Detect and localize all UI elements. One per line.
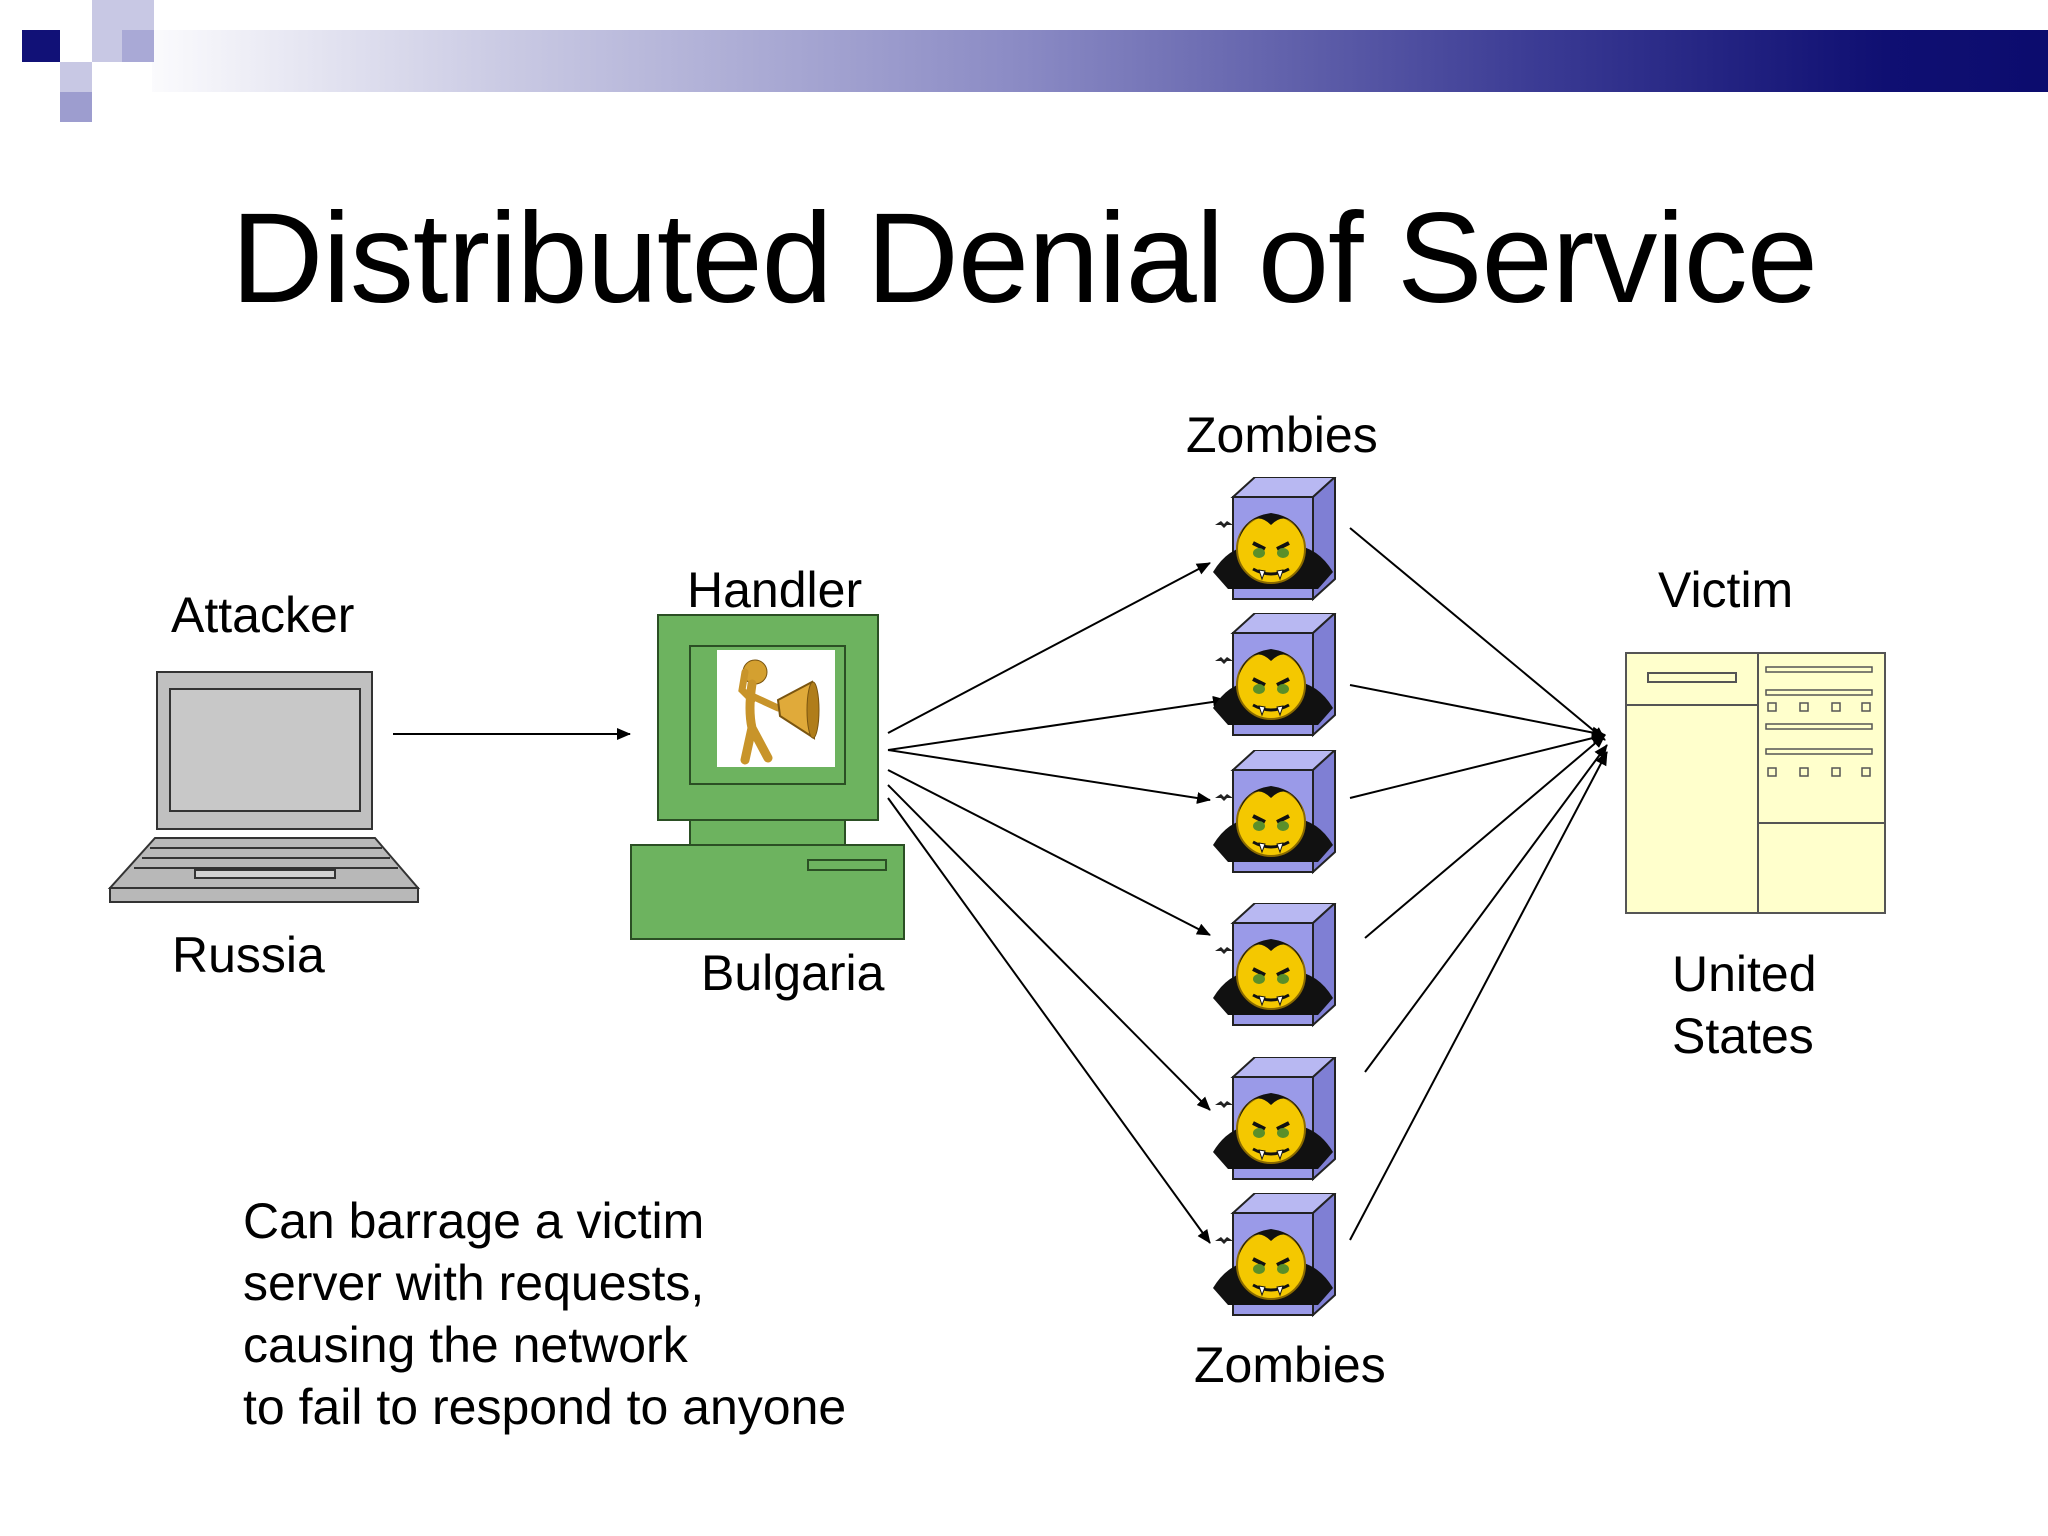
caption-line: to fail to respond to anyone xyxy=(243,1379,847,1435)
description-caption: Can barrage a victim server with request… xyxy=(243,1190,846,1438)
victim-location-line: United xyxy=(1672,946,1817,1002)
zombies-top-label: Zombies xyxy=(1186,407,1378,463)
logo-square xyxy=(60,62,92,94)
logo-square xyxy=(22,30,60,62)
attacker-location-label: Russia xyxy=(172,927,325,983)
victim-label: Victim xyxy=(1658,562,1794,618)
handler-computer-icon xyxy=(630,614,905,940)
handler-location-label: Bulgaria xyxy=(701,945,885,1001)
logo-square xyxy=(122,30,154,62)
caption-line: Can barrage a victim xyxy=(243,1193,705,1249)
zombie-computer-icon xyxy=(1213,1057,1337,1181)
caption-line: server with requests, xyxy=(243,1255,705,1311)
handler-label: Handler xyxy=(687,562,863,618)
victim-location-label: United States xyxy=(1672,943,1817,1067)
zombie-to-victim-arrows xyxy=(1349,527,1608,1241)
handler-to-zombie-arrows xyxy=(887,562,1227,1244)
victim-server-icon xyxy=(1625,652,1886,914)
caption-line: causing the network xyxy=(243,1317,688,1373)
zombie-computer-icon xyxy=(1213,903,1337,1027)
page-title: Distributed Denial of Service xyxy=(231,187,1818,330)
zombie-computer-icon xyxy=(1213,750,1337,874)
victim-location-line: States xyxy=(1672,1008,1814,1064)
zombie-computer-icon xyxy=(1213,613,1337,737)
zombie-computer-icon xyxy=(1213,1193,1337,1317)
zombie-computer-icon xyxy=(1213,477,1337,601)
zombies-bottom-label: Zombies xyxy=(1194,1337,1386,1393)
attacker-label: Attacker xyxy=(171,587,355,643)
megaphone-figure-icon xyxy=(738,659,820,765)
header-gradient-bar xyxy=(0,30,2048,92)
attacker-laptop-icon xyxy=(107,671,421,903)
logo-square xyxy=(60,92,92,122)
